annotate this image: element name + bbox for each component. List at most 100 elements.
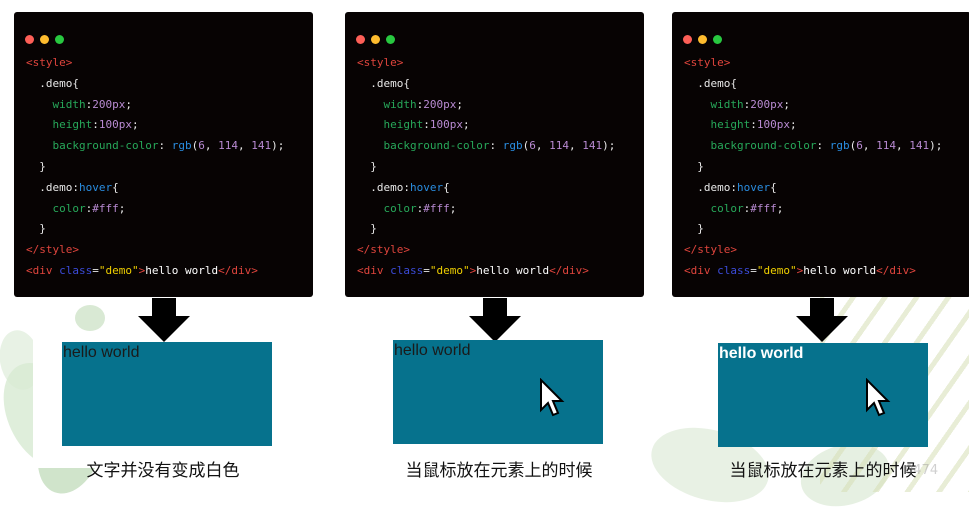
code-div-tag: </div> bbox=[218, 263, 258, 277]
code-attr: class bbox=[59, 263, 93, 277]
down-arrow-icon bbox=[138, 298, 190, 342]
code-div-tag: > bbox=[469, 263, 477, 277]
code-text: hello world bbox=[803, 263, 877, 277]
demo-box-1[interactable]: hello world bbox=[62, 342, 272, 446]
window-controls bbox=[25, 35, 64, 44]
down-arrow-icon bbox=[469, 298, 521, 342]
leaf-decoration bbox=[75, 305, 105, 331]
caption-2: 当鼠标放在元素上的时候 bbox=[405, 461, 593, 481]
code-selector: .demo{ bbox=[697, 76, 737, 90]
watermark-text: 0474 bbox=[905, 463, 939, 478]
code-div-tag: <div bbox=[26, 263, 53, 277]
code-value: 100px bbox=[756, 118, 790, 132]
code-property: background-color bbox=[383, 139, 490, 153]
code-style-tag: <style> bbox=[357, 56, 404, 69]
code-value: 114 bbox=[218, 139, 238, 153]
code-brace: } bbox=[39, 222, 46, 236]
down-arrow-icon bbox=[796, 298, 848, 342]
demo-box-2[interactable]: hello world bbox=[393, 340, 603, 444]
code-value: 200px bbox=[750, 97, 784, 111]
code-style-tag: <style> bbox=[684, 56, 731, 69]
code-attr: class bbox=[717, 263, 751, 277]
demo-text: hello world bbox=[719, 345, 804, 362]
code-string: "demo" bbox=[98, 263, 139, 277]
code-selector: .demo{ bbox=[39, 76, 79, 90]
code-value: #fff bbox=[423, 201, 450, 215]
code-property: color bbox=[52, 201, 86, 215]
code-div-tag: <div bbox=[684, 263, 711, 277]
code-string: "demo" bbox=[429, 263, 470, 277]
code-value: 141 bbox=[251, 139, 272, 153]
demo-text: hello world bbox=[63, 344, 140, 361]
code-value: 114 bbox=[549, 139, 569, 153]
code-brace: } bbox=[370, 222, 377, 236]
code-div-tag: </div> bbox=[876, 263, 916, 277]
code-brace: } bbox=[697, 222, 704, 236]
code-style-tag: </style> bbox=[357, 243, 410, 257]
window-dot-green-icon bbox=[55, 35, 64, 44]
code-value: 100px bbox=[98, 118, 132, 132]
code-div-tag: > bbox=[796, 263, 804, 277]
code-attr: class bbox=[390, 263, 424, 277]
code-selector: .demo: bbox=[697, 180, 737, 194]
window-controls bbox=[356, 35, 395, 44]
code-style-tag: <style> bbox=[26, 56, 73, 69]
code-function: rgb bbox=[829, 139, 850, 153]
caption-1: 文字并没有变成白色 bbox=[86, 461, 240, 481]
code-value: #fff bbox=[92, 201, 119, 215]
code-block: <style> .demo{ width:200px; height:100px… bbox=[26, 56, 285, 277]
code-div-tag: </div> bbox=[549, 263, 589, 277]
code-property: color bbox=[383, 201, 417, 215]
code-window-3: <style> .demo{ width:200px; height:100px… bbox=[672, 12, 969, 297]
code-function: rgb bbox=[502, 139, 523, 153]
code-property: height bbox=[52, 118, 93, 132]
window-controls bbox=[683, 35, 722, 44]
code-property: background-color bbox=[52, 139, 159, 153]
code-property: width bbox=[710, 97, 744, 111]
code-selector: .demo{ bbox=[370, 76, 410, 90]
demo-box-3[interactable]: hello world bbox=[718, 343, 928, 447]
code-pseudo: hover bbox=[737, 180, 771, 194]
code-value: #fff bbox=[750, 201, 777, 215]
window-dot-red-icon bbox=[25, 35, 34, 44]
code-selector: .demo: bbox=[370, 180, 410, 194]
code-block: <style> .demo{ width:200px; height:100px… bbox=[357, 56, 616, 277]
code-property: height bbox=[383, 118, 424, 132]
code-text: hello world bbox=[476, 263, 550, 277]
code-property: height bbox=[710, 118, 751, 132]
code-window-2: <style> .demo{ width:200px; height:100px… bbox=[345, 12, 644, 297]
mouse-cursor-icon bbox=[866, 378, 891, 417]
code-style-tag: </style> bbox=[26, 243, 79, 257]
code-value: 200px bbox=[423, 97, 457, 111]
window-dot-green-icon bbox=[386, 35, 395, 44]
code-div-tag: > bbox=[138, 263, 146, 277]
code-value: 6 bbox=[856, 139, 863, 153]
code-style-tag: </style> bbox=[684, 243, 737, 257]
window-dot-yellow-icon bbox=[371, 35, 380, 44]
code-selector: .demo: bbox=[39, 180, 79, 194]
code-property: background-color bbox=[710, 139, 817, 153]
code-value: 141 bbox=[582, 139, 603, 153]
window-dot-green-icon bbox=[713, 35, 722, 44]
mouse-cursor-icon bbox=[540, 378, 565, 417]
code-brace: } bbox=[697, 159, 704, 173]
code-window-1: <style> .demo{ width:200px; height:100px… bbox=[14, 12, 313, 297]
code-text: hello world bbox=[145, 263, 219, 277]
code-property: color bbox=[710, 201, 744, 215]
window-dot-yellow-icon bbox=[698, 35, 707, 44]
code-value: 114 bbox=[876, 139, 896, 153]
code-pseudo: hover bbox=[79, 180, 113, 194]
code-property: width bbox=[383, 97, 417, 111]
window-dot-yellow-icon bbox=[40, 35, 49, 44]
code-brace: } bbox=[39, 159, 46, 173]
code-value: 200px bbox=[92, 97, 126, 111]
code-value: 141 bbox=[909, 139, 930, 153]
window-dot-red-icon bbox=[683, 35, 692, 44]
window-dot-red-icon bbox=[356, 35, 365, 44]
demo-text: hello world bbox=[394, 342, 471, 359]
code-div-tag: <div bbox=[357, 263, 384, 277]
code-pseudo: hover bbox=[410, 180, 444, 194]
code-string: "demo" bbox=[756, 263, 797, 277]
code-value: 100px bbox=[429, 118, 463, 132]
code-function: rgb bbox=[171, 139, 192, 153]
